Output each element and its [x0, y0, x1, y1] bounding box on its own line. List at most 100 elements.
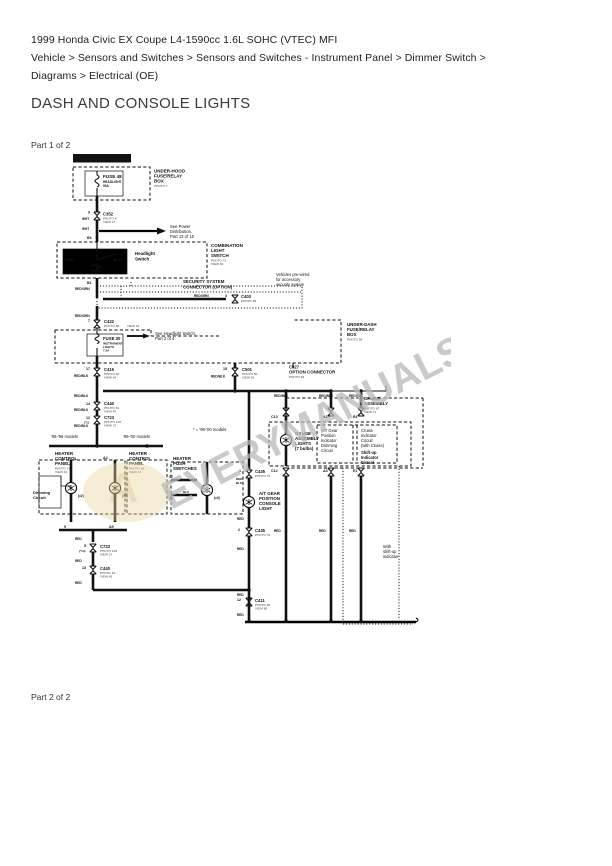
at-console-l2: POSITION: [259, 496, 280, 501]
breadcrumb-line-2: Diagrams > Electrical (OE): [31, 70, 159, 82]
connector-c440-a-photo: PHOTO 61: [104, 406, 120, 410]
gauge-lights-l3: LIGHTS: [295, 441, 311, 446]
fuse-30-label: FUSE 30: [103, 336, 121, 341]
wire-red-blk-b: BLK: [236, 481, 243, 485]
connector-c352: C352: [103, 212, 114, 217]
under-dash-box-l2: FUSE/RELAY: [347, 327, 374, 332]
connector-c352-photo: PHOTO 8: [103, 217, 117, 221]
fuse-30-desc1: INSTRUMENT: [103, 342, 123, 346]
connector-c723-b-photo: PHOTO 128: [100, 549, 117, 553]
connector-c440-a: C440: [104, 401, 115, 406]
pin-9: 9: [88, 211, 90, 215]
wire-red-blk-a: RED/: [236, 477, 243, 481]
wiring-diagram: .t{font-family:"Liberation Sans",sans-se…: [31, 150, 451, 650]
wire-red-8: RED: [274, 529, 281, 533]
switch-park: PARK: [91, 269, 101, 273]
pin-5b: 5: [84, 544, 86, 548]
connector-c352-view: VIEW 27: [103, 220, 115, 224]
see-power-distribution-l2: Distribution,: [170, 229, 192, 234]
combination-switch-l3: SWITCH: [211, 253, 229, 258]
wire-red-blk-8: RED/BLK: [349, 394, 364, 398]
pin-b6: B6: [87, 236, 92, 240]
pin-17: 17: [86, 367, 90, 371]
pin-12b: 12: [237, 598, 241, 602]
option-connector-label: OPTION CONNECTOR: [289, 370, 336, 375]
wire-red-blk-6: RED/BLK: [274, 394, 289, 398]
heater-panel-2-l3: PANEL: [129, 461, 144, 466]
connector-c422: C422: [104, 319, 115, 324]
heater-push-l1: HEATER: [173, 456, 192, 461]
pin-15: 15: [223, 367, 227, 371]
bulb-qty-1: (x2): [78, 494, 84, 498]
connector-c723-b: C723: [100, 544, 111, 549]
pin-c7: C7: [169, 475, 173, 479]
under-hood-box-photo: PHOTO 7: [154, 184, 168, 188]
connector-c411-photo: PHOTO 80: [255, 603, 271, 607]
pin-a3: A3: [323, 469, 328, 473]
connector-c723-a-view: VIEW 37: [104, 424, 116, 428]
combination-switch-view: VIEW 84: [211, 262, 223, 266]
wire-red-grn-2: RED/GRN: [194, 294, 209, 298]
connector-c501: C501: [242, 367, 253, 372]
pin-3: 3: [225, 294, 227, 298]
part-1-label: Part 1 of 2: [31, 140, 71, 150]
connector-c411-view: VIEW 80: [255, 607, 267, 611]
see-headlight-switch-l2: Part 2 of 4: [155, 336, 175, 341]
switch-off: OFF: [117, 258, 125, 262]
page-title: DASH AND CONSOLE LIGHTS: [31, 95, 251, 112]
gauge-lights-l4: (7 bulbs): [295, 446, 314, 451]
wire-red-6: RED: [237, 593, 244, 597]
connector-c435-b-photo: PHOTO 76: [255, 533, 271, 537]
pin-5: 5: [64, 525, 66, 529]
connector-c419: C419: [104, 367, 115, 372]
shiftup-l2: Indicator: [361, 455, 379, 460]
combination-switch-photo: PHOTO 72: [211, 259, 227, 263]
heater-panel-2-l2: CONTROL: [129, 456, 151, 461]
dimming-circuit-l1: Dimming: [33, 490, 51, 495]
heater-push-l3: SWITCHES: [173, 466, 197, 471]
heater-panel-1-l1: HEATER: [55, 451, 74, 456]
wire-red-blk-3: RED/BLK: [74, 394, 89, 398]
pin-13: 13: [82, 566, 86, 570]
heater-panel-1-l3: PANEL: [55, 461, 70, 466]
see-power-distribution-l3: Part 13 of 15: [170, 234, 195, 239]
under-dash-box-l1: UNDER-DASH: [347, 322, 377, 327]
wire-red-1: RED: [75, 537, 82, 541]
under-hood-box-l1: UNDER-HOOD: [154, 169, 186, 174]
gauge-assembly-view: VIEW 71: [364, 410, 376, 414]
shift-up-note-l2: shift-up: [383, 549, 397, 554]
gauge-assembly-l2: ASSEMBLY: [364, 401, 388, 406]
pin-c13: C13: [271, 415, 278, 419]
fuse-48-rating: 90A: [103, 184, 110, 188]
combination-switch-l1: COMBINATION: [211, 243, 243, 248]
connector-c723-a: C723: [104, 415, 115, 420]
connector-c440-b-photo: PHOTO 61: [100, 571, 116, 575]
wire-red-3: RED: [75, 581, 82, 585]
power-distribution-arrow: [157, 227, 166, 235]
pin-14: 14: [86, 402, 90, 406]
connector-c927-photo: PHOTO 82: [289, 375, 305, 379]
wire-red-blk-7: RED/BLK: [319, 394, 334, 398]
fuse-30-rating: 7.5A: [103, 349, 110, 353]
wire-blu: BLU: [183, 490, 189, 494]
prewired-note-l2: for accessory: [276, 277, 301, 282]
wire-red-2: RED: [75, 559, 82, 563]
fuse-48-desc: HEADLIGHT: [103, 180, 122, 184]
heater-panel-2-l1: HEATER: [129, 451, 148, 456]
hot-banner-text: HOT AT ALL TIMES: [78, 156, 116, 161]
at-console-l4: LIGHT: [259, 506, 272, 511]
at-dim-l1: A/T Gear: [321, 428, 338, 433]
connector-c403-photo: PHOTO 56: [241, 299, 257, 303]
pin-1: 1: [239, 469, 241, 473]
wire-wht-1: WHT: [82, 217, 89, 221]
headlight-switch-l2: Switch: [135, 257, 149, 262]
wire-red-4: RED: [237, 517, 244, 521]
see-power-distribution-l1: See Power: [170, 224, 191, 229]
shiftup-l3: Circuit: [361, 460, 375, 465]
at-dim-l5: Circuit: [321, 448, 333, 453]
at-dim-l3: Indicator: [321, 438, 337, 443]
wire-red-grn-3: RED/GRN: [75, 314, 90, 318]
shift-up-note-l3: indicator: [383, 554, 399, 559]
pin-7: 7: [88, 319, 90, 323]
hot-at-all-times-banner: [73, 154, 131, 163]
